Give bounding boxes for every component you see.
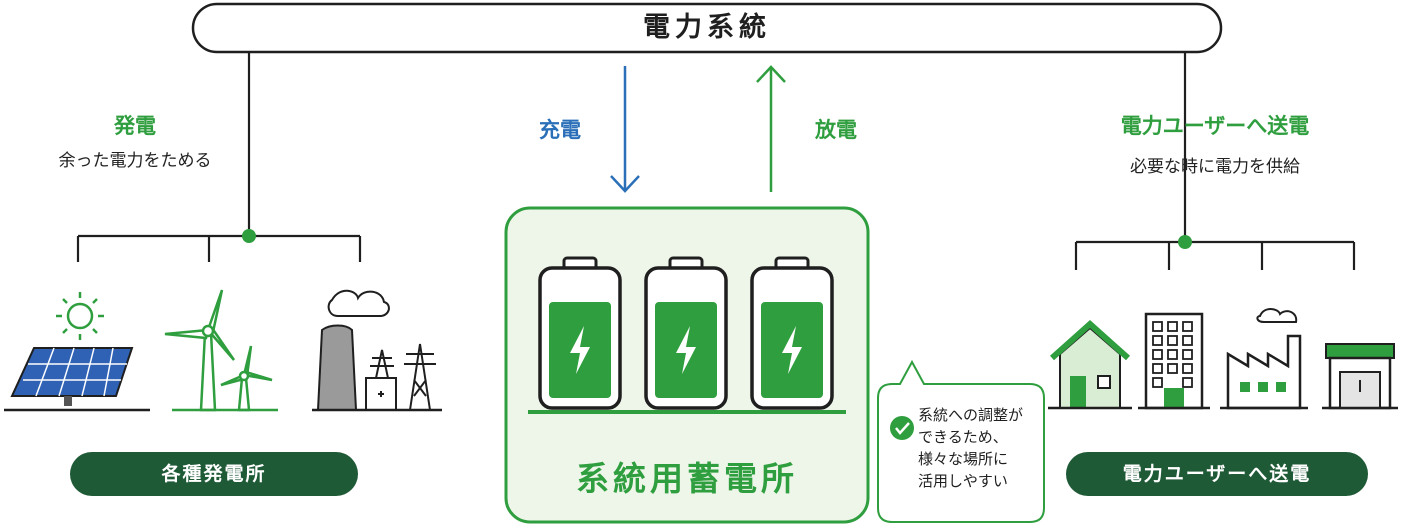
storage-name: 系統用蓄電所 [576, 459, 798, 498]
office-window [1182, 349, 1193, 360]
office-window [1152, 377, 1163, 388]
lightning-bolt-icon [570, 326, 590, 374]
note-line: 活用しやすい [918, 472, 1008, 490]
generation-pill: 各種発電所 [70, 452, 358, 496]
generation-subtitle: 余った電力をためる [58, 151, 212, 171]
office-building-icon [1138, 312, 1210, 410]
users-junction-dot [1178, 235, 1192, 249]
power-grid-bar [191, 2, 1223, 54]
factory-icon [1220, 308, 1308, 410]
generation-junction-dot [242, 229, 256, 243]
office-window [1182, 335, 1193, 346]
lightning-bolt-icon [676, 326, 696, 374]
users-connector [1074, 52, 1356, 270]
office-window [1167, 335, 1178, 346]
battery-icon [538, 256, 622, 410]
note-line: 系統への調整が [918, 406, 1024, 424]
office-window [1167, 363, 1178, 374]
office-window [1182, 321, 1193, 332]
office-window [1152, 321, 1163, 332]
office-window [1152, 363, 1163, 374]
house-icon [1048, 319, 1132, 410]
office-window [1167, 321, 1178, 332]
charge-label: 充電 [539, 118, 581, 142]
generation-title: 発電 [114, 114, 156, 138]
discharge-arrow [756, 65, 786, 192]
note-line: 様々な場所に [918, 450, 1009, 468]
battery-icon [750, 256, 834, 410]
office-window [1182, 377, 1193, 388]
charge-arrow [610, 66, 640, 193]
warehouse-icon [1322, 343, 1398, 410]
users-title: 電力ユーザーへ送電 [1120, 114, 1310, 138]
check-icon [890, 416, 914, 440]
users-subtitle: 必要な時に電力を供給 [1130, 157, 1300, 177]
note-line: できるため、 [918, 428, 1008, 446]
users-pill: 電力ユーザーへ送電 [1066, 452, 1368, 496]
lightning-bolt-icon [782, 326, 802, 374]
storage-note: 系統への調整が できるため、 様々な場所に 活用しやすい [880, 400, 1038, 492]
office-window [1152, 349, 1163, 360]
office-window [1182, 363, 1193, 374]
battery-icon [644, 256, 728, 410]
office-window [1167, 349, 1178, 360]
office-window [1152, 335, 1163, 346]
power-grid-title: 電力系統 [643, 12, 771, 43]
thermal-power-plant-icon [312, 289, 442, 412]
generation-connector [76, 52, 362, 262]
solar-panel-icon [4, 292, 150, 412]
wind-turbine-icon [164, 289, 278, 412]
battery-group [538, 256, 834, 410]
discharge-label: 放電 [815, 118, 857, 142]
note-callout [877, 359, 1045, 523]
